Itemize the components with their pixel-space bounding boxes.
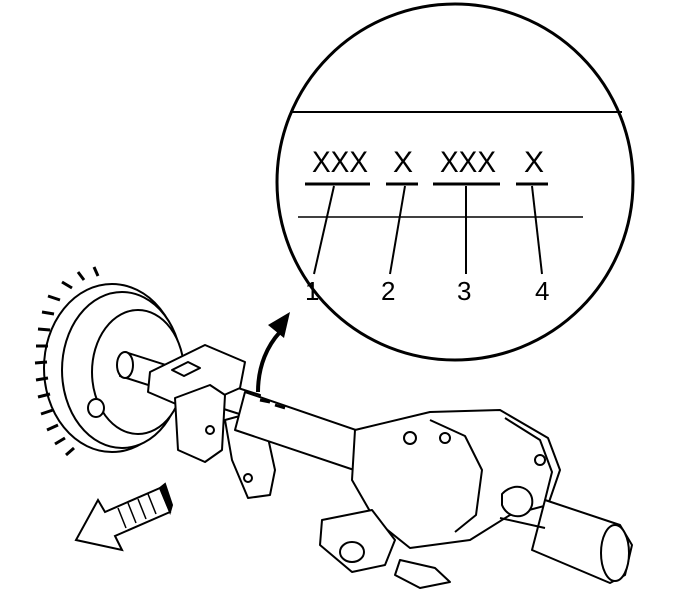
callout-number-4: 4 (535, 276, 549, 306)
leader-4 (531, 185, 543, 275)
pinion-yoke (319, 509, 451, 589)
differential-housing (351, 409, 561, 549)
callout-circle (275, 2, 635, 362)
axle-tube-right (499, 499, 633, 584)
rear-axle-assembly (34, 266, 633, 589)
front-direction-arrow (74, 482, 174, 552)
code-segment-2: X (393, 146, 413, 179)
callout-number-2: 2 (381, 276, 395, 306)
code-segment-1: XXX (312, 146, 368, 179)
leader-2 (389, 185, 406, 275)
callout-number-3: 3 (457, 276, 471, 306)
leader-1 (313, 185, 335, 275)
brake-drum (34, 266, 185, 457)
code-segment-4: X (524, 146, 544, 179)
code-segment-3: XXX (440, 146, 496, 179)
callout-pointer-arrow (256, 312, 290, 393)
magnified-callout: XXX X XXX X 1 2 3 4 (275, 2, 635, 362)
callout-number-1: 1 (305, 276, 319, 306)
